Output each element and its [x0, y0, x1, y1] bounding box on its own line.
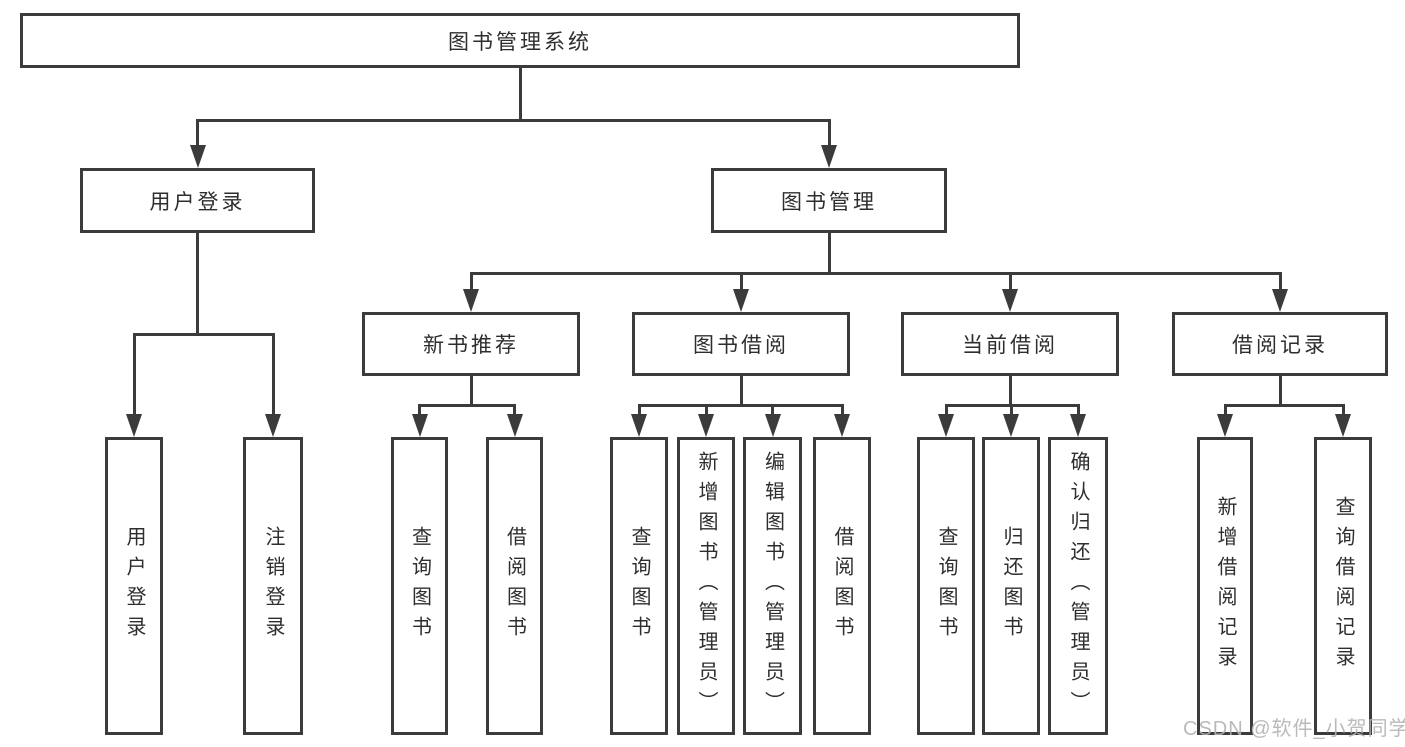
node-leaf-edit-book: 编辑图书（管理员）: [743, 437, 802, 735]
node-label: 查询借阅记录: [1332, 496, 1354, 676]
node-book-borrow: 图书借阅: [632, 312, 850, 376]
arrowhead: [463, 289, 479, 312]
arrowhead: [733, 289, 749, 312]
arrowhead: [834, 414, 850, 437]
node-label: 用户登录: [123, 526, 145, 646]
watermark: CSDN @软件_小贺同学: [1183, 718, 1405, 740]
connector-rail: [418, 403, 516, 407]
node-leaf-query-book-3: 查询图书: [917, 437, 975, 735]
arrowhead: [631, 414, 647, 437]
node-leaf-logout: 注销登录: [243, 437, 303, 735]
connector-shaft: [469, 273, 473, 295]
arrowhead: [506, 414, 523, 437]
arrowhead: [1217, 414, 1233, 437]
connector-rail: [1223, 403, 1345, 407]
connector-shaft: [944, 405, 948, 420]
arrowhead: [698, 414, 714, 437]
connector-shaft: [771, 405, 774, 420]
node-label: 新增借阅记录: [1214, 496, 1236, 676]
connector-shaft: [1076, 405, 1080, 420]
arrowhead: [126, 414, 142, 437]
node-label: 新书推荐: [423, 334, 519, 357]
connector-shaft: [196, 120, 199, 151]
connector-shaft: [271, 334, 275, 420]
node-label: 借阅图书: [831, 526, 853, 646]
node-leaf-add-book: 新增图书（管理员）: [677, 437, 735, 735]
connector-shaft: [132, 334, 136, 420]
arrowhead: [1335, 414, 1351, 437]
connector-rail: [469, 271, 1282, 275]
node-leaf-user-login: 用户登录: [105, 437, 163, 735]
arrowhead: [764, 414, 781, 437]
arrowhead: [265, 414, 281, 437]
connector-shaft: [827, 120, 831, 151]
node-label: 新增图书（管理员）: [695, 451, 717, 721]
node-label: 图书管理系统: [448, 30, 592, 54]
node-label: 注销登录: [262, 526, 284, 646]
arrowhead: [1002, 289, 1018, 312]
node-leaf-query-book-1: 查询图书: [391, 437, 448, 735]
connector-stub: [469, 375, 473, 407]
node-leaf-confirm-return: 确认归还（管理员）: [1048, 437, 1108, 735]
connector-rail: [637, 403, 844, 407]
node-label: 确认归还（管理员）: [1067, 451, 1089, 721]
node-current-borrow: 当前借阅: [901, 312, 1119, 376]
connector-shaft: [513, 405, 516, 420]
node-root: 图书管理系统: [20, 13, 1020, 68]
node-label: 图书借阅: [693, 334, 789, 357]
connector-shaft: [418, 405, 421, 420]
node-borrow-records: 借阅记录: [1172, 312, 1388, 376]
node-leaf-query-record: 查询借阅记录: [1314, 437, 1372, 735]
connector-stub: [739, 375, 743, 407]
connector-shaft: [1341, 405, 1345, 420]
connector-shaft: [637, 405, 641, 420]
connector-stub: [1008, 375, 1012, 407]
arrowhead: [1070, 414, 1086, 437]
arrowhead: [1272, 289, 1288, 312]
connector-stub: [196, 232, 199, 336]
node-book-mgmt: 图书管理: [711, 168, 947, 233]
connector-shaft: [1009, 405, 1013, 420]
arrowhead: [1003, 414, 1019, 437]
node-label: 查询图书: [408, 526, 431, 646]
arrowhead: [411, 414, 428, 437]
connector-rail: [132, 332, 275, 336]
arrowhead: [821, 145, 837, 168]
arrowhead: [189, 145, 206, 168]
node-leaf-borrow-book-1: 借阅图书: [486, 437, 543, 735]
connector-shaft: [704, 405, 708, 420]
node-label: 借阅记录: [1232, 334, 1328, 357]
connector-shaft: [840, 405, 844, 420]
node-label: 用户登录: [149, 190, 246, 214]
connector-shaft: [1278, 273, 1282, 295]
node-label: 查询图书: [935, 526, 957, 646]
node-label: 借阅图书: [503, 526, 526, 646]
node-leaf-query-book-2: 查询图书: [610, 437, 668, 735]
connector-shaft: [1008, 273, 1012, 295]
node-new-book-rec: 新书推荐: [362, 312, 580, 376]
node-leaf-borrow-book-2: 借阅图书: [813, 437, 871, 735]
node-label: 查询图书: [628, 526, 650, 646]
connector-stub: [827, 232, 831, 275]
connector-shaft: [739, 273, 743, 295]
connector-rail: [196, 118, 831, 122]
node-leaf-add-record: 新增借阅记录: [1197, 437, 1253, 735]
node-label: 当前借阅: [962, 334, 1058, 357]
connector-shaft: [1223, 405, 1227, 420]
node-leaf-return-book: 归还图书: [982, 437, 1040, 735]
node-user-login: 用户登录: [80, 168, 315, 233]
node-label: 归还图书: [1000, 526, 1022, 646]
node-label: 编辑图书（管理员）: [761, 451, 784, 721]
connector-stub: [1278, 375, 1282, 407]
arrowhead: [938, 414, 954, 437]
connector-stub: [518, 67, 522, 122]
node-label: 图书管理: [781, 190, 877, 214]
